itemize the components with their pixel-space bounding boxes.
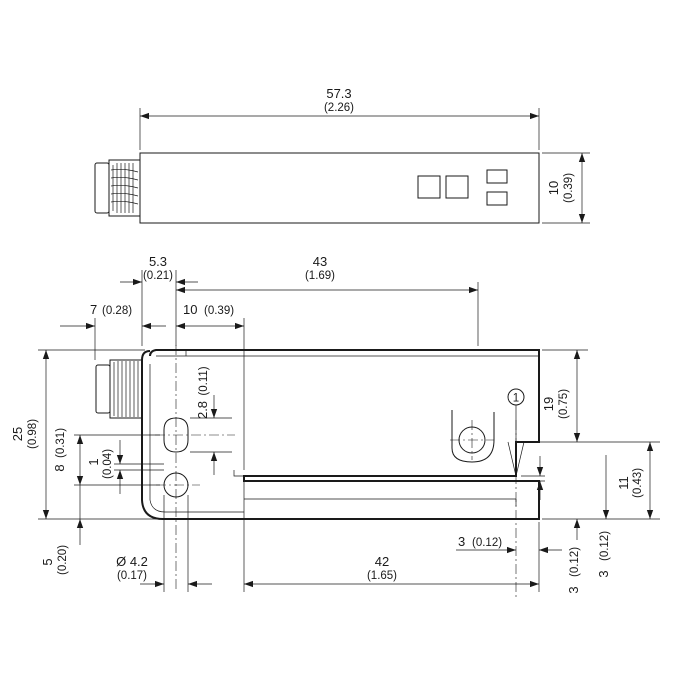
indicator-square-2 xyxy=(445,175,469,199)
sensor-body-side xyxy=(141,349,540,520)
dim-hole-diameter-inch: (0.17) xyxy=(117,570,147,582)
dim-bottom-5-inch: (0.20) xyxy=(57,545,69,575)
dim-bottom-3a-inch: (0.12) xyxy=(569,547,581,577)
dim-slot-2-8-inch: (0.11) xyxy=(198,366,210,395)
dim-connector-offset-inch: (0.21) xyxy=(143,270,173,282)
dim-slot-2-8: 2.8 xyxy=(195,401,210,419)
dim-right-11-inch: (0.43) xyxy=(632,468,644,498)
sensor-body-top xyxy=(139,152,540,224)
dim-total-height-inch: (0.98) xyxy=(27,419,39,449)
dim-connector-offset: 5.3 xyxy=(149,254,167,269)
dim-fork-depth-inch: (1.69) xyxy=(305,270,335,282)
dim-left-7-inch: (0.28) xyxy=(102,305,132,317)
emitter-boss xyxy=(451,410,495,463)
indicator-rect-1 xyxy=(486,169,508,184)
top-view: 57.3 (2.26) 10 (0.39) xyxy=(94,86,590,224)
dim-bottom-5: 5 xyxy=(40,558,55,565)
dim-slot-1-inch: (0.04) xyxy=(102,449,114,479)
dim-top-height-inch: (0.39) xyxy=(563,173,575,203)
dim-bottom-42-inch: (1.65) xyxy=(367,570,397,582)
dim-hole-pitch-inch: (0.31) xyxy=(55,428,67,458)
dim-top-length: 57.3 xyxy=(326,86,351,101)
dim-gap-3: 3 xyxy=(458,534,465,549)
dim-fork-depth: 43 xyxy=(313,254,327,269)
side-view: 1 5.3 (0.21) 43 (1.69) 7 (0.28) 10 (0.39… xyxy=(10,254,660,600)
dim-top-length-inch: (2.26) xyxy=(324,102,354,114)
dim-right-11: 11 xyxy=(616,476,631,490)
mounting-slot xyxy=(163,417,189,453)
indicator-rect-2 xyxy=(486,191,508,206)
dim-top-height: 10 xyxy=(546,181,561,195)
dim-left-10: 10 xyxy=(183,302,197,317)
indicator-square-1 xyxy=(417,175,441,199)
dim-left-10-inch: (0.39) xyxy=(204,305,234,317)
dim-bottom-3b: 3 xyxy=(596,570,611,577)
dim-left-7: 7 xyxy=(90,302,97,317)
dim-bottom-3a: 3 xyxy=(566,586,581,593)
dim-hole-pitch: 8 xyxy=(52,464,67,471)
dim-bottom-3b-inch: (0.12) xyxy=(599,531,611,561)
callout-marker-label: 1 xyxy=(513,393,519,405)
connector-top xyxy=(94,159,141,217)
dim-right-19-inch: (0.75) xyxy=(558,389,570,419)
connector-side xyxy=(95,359,143,419)
dim-gap-3-inch: (0.12) xyxy=(472,537,502,549)
dim-slot-1: 1 xyxy=(86,458,101,465)
dim-hole-diameter: Ø 4.2 xyxy=(116,554,148,569)
dim-bottom-42: 42 xyxy=(375,554,389,569)
dim-total-height: 25 xyxy=(10,427,25,441)
dim-right-19: 19 xyxy=(541,397,556,411)
